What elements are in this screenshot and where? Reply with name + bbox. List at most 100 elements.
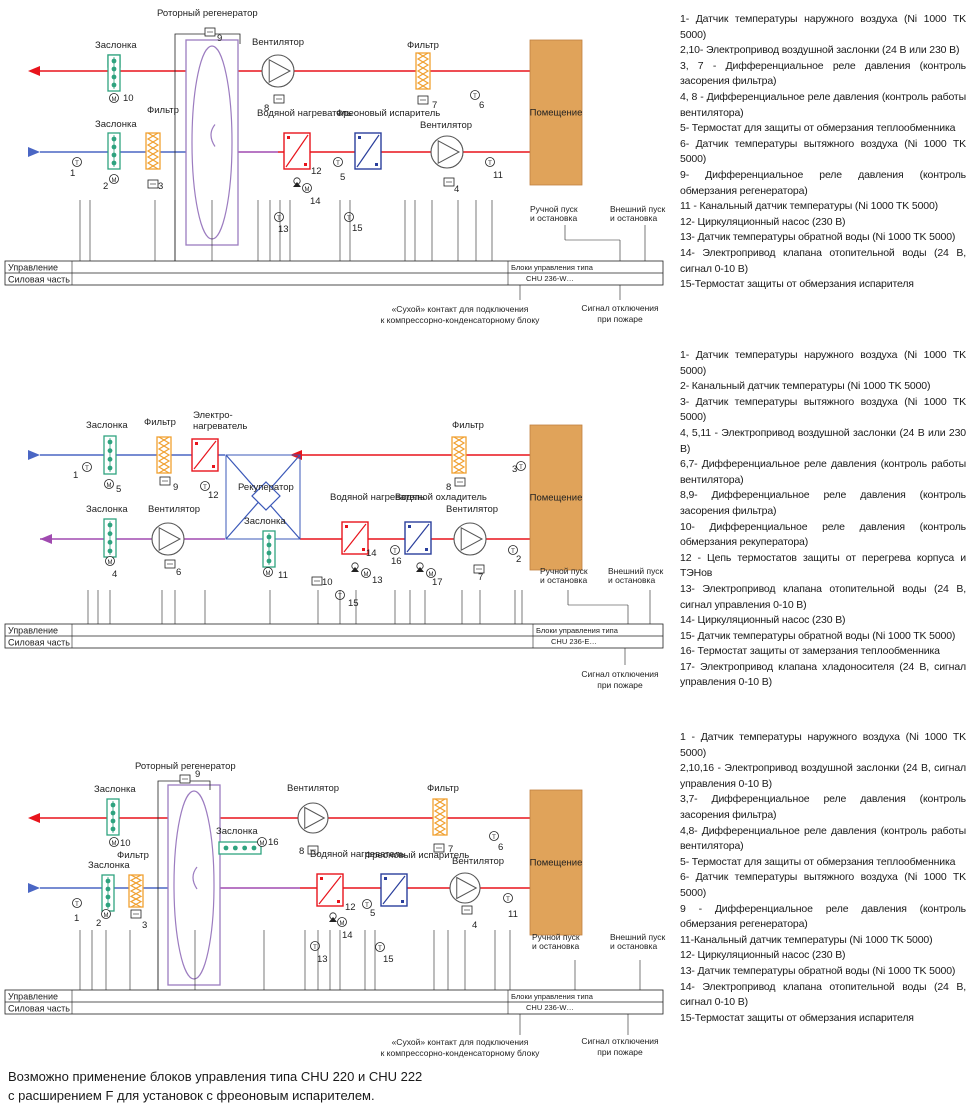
room-block	[529, 424, 583, 571]
control-label: Управление	[8, 626, 58, 636]
number-label: 5	[340, 172, 345, 183]
filter-zigzag	[416, 52, 430, 90]
legend-3: 1 - Датчик температуры наружного воздуха…	[680, 730, 966, 1026]
cooler-label: Водяной охладитель	[395, 492, 487, 503]
legend-item: 13- Датчик температуры обратной воды (Ni…	[680, 231, 956, 244]
filter-zigzag	[146, 132, 160, 170]
sensor-t-label: T	[519, 465, 523, 471]
number-label: 11	[278, 570, 288, 581]
coil-corner	[384, 877, 387, 880]
coil-corner	[401, 900, 404, 903]
control-blocks-label: Блоки управления типа	[536, 626, 619, 635]
legend-item: 12 - Цепь термостатов защиты от перегрев…	[680, 551, 966, 580]
coil-diagonal	[356, 134, 380, 168]
damper-blade	[223, 845, 229, 851]
number-label: 1	[74, 913, 79, 924]
motor-m-label: M	[266, 571, 271, 577]
motor-icon	[104, 479, 114, 489]
filter-label: Фильтр	[147, 105, 179, 116]
temperature-sensor-icon	[503, 893, 513, 903]
arrow-left-icon	[28, 66, 40, 76]
motor-m-label: M	[107, 483, 112, 489]
temperature-sensor-icon	[508, 545, 518, 555]
legend-item: 5- Термостат для защиты от обмерзания те…	[680, 122, 956, 135]
number-label: 12	[208, 490, 219, 501]
legend-item: 3,7- Дифференциальное реле давления (кон…	[680, 793, 966, 821]
legend-item: 9 - Дифференциальное реле давления (конт…	[680, 902, 966, 931]
footnote: Возможно применение блоков управления ти…	[8, 1067, 422, 1105]
number-label: 11	[493, 170, 503, 181]
fan-blade-icon	[268, 58, 292, 84]
filter-icon	[432, 798, 448, 836]
filter-label: Фильтр	[427, 783, 459, 794]
wire	[215, 33, 241, 44]
damper-label: Заслонка	[216, 826, 258, 837]
fan-blade-icon	[437, 139, 461, 165]
coil-corner	[195, 442, 198, 445]
motor-m-label: M	[340, 921, 345, 927]
coil-corner	[362, 548, 365, 551]
filter-icon	[415, 52, 431, 90]
filter-icon	[451, 436, 467, 474]
number-label: 7	[448, 844, 453, 855]
control-blocks-label: CHU 236-W…	[526, 1003, 574, 1012]
number-label: 3	[158, 181, 163, 192]
sensor-t-label: T	[313, 945, 317, 951]
legend-item: 16- Термостат защиты от замерзания тепло…	[680, 645, 940, 658]
valve-icon	[416, 567, 424, 572]
damper-blade	[242, 845, 248, 851]
footnote-line-1: Возможно применение блоков управления ти…	[8, 1069, 423, 1084]
damper-blade	[251, 845, 257, 851]
filter-zigzag	[129, 874, 143, 908]
number-label: 13	[317, 954, 328, 965]
filter-zigzag	[146, 132, 160, 170]
number-label: 12	[311, 166, 322, 177]
filter-zigzag	[157, 436, 171, 474]
rotor-mark	[192, 866, 198, 890]
temperature-sensor-icon	[72, 157, 82, 167]
legend-item: 5- Термостат для защиты от обмерзания те…	[680, 855, 956, 868]
control-blocks-label: Блоки управления типа	[511, 263, 594, 272]
rotor-mark	[210, 124, 216, 147]
legend-item: 1 - Датчик температуры наружного воздуха…	[680, 731, 966, 759]
sensor-t-label: T	[203, 485, 207, 491]
coil-diagonal	[382, 875, 406, 905]
legend-item: 11 - Канальный датчик температуры (Ni 10…	[680, 200, 938, 213]
valve-icon	[293, 182, 301, 187]
motor-m-label: M	[364, 572, 369, 578]
legend-item: 15-Термостат защиты от обмерзания испари…	[680, 278, 914, 291]
arrow-right-icon	[28, 450, 40, 460]
number-label: 14	[366, 548, 377, 559]
sensor-t-label: T	[492, 835, 496, 841]
valve-icon	[351, 567, 359, 572]
motor-icon	[105, 556, 115, 566]
filter-zigzag	[416, 52, 430, 90]
fan-blade-icon	[158, 526, 182, 552]
number-label: 8	[264, 103, 269, 114]
number-label: 6	[498, 842, 503, 853]
filter-icon	[156, 436, 172, 474]
fire-signal-label: Сигнал отключения	[581, 669, 659, 679]
legend-item: 6- Датчик температуры вытяжного воздуха …	[680, 871, 966, 899]
motor-icon	[263, 567, 273, 577]
number-label: 15	[383, 954, 394, 965]
temperature-sensor-icon	[310, 941, 320, 951]
fire-signal-label: Сигнал отключения	[581, 303, 659, 313]
motor-m-label: M	[112, 97, 117, 103]
filter-zigzag	[433, 798, 447, 836]
fan-label: Вентилятор	[420, 120, 472, 131]
coil-diagonal	[318, 875, 342, 905]
legend-item: 14- Электропривод клапана отопительной в…	[680, 246, 966, 275]
power-label: Силовая часть	[8, 638, 70, 648]
number-label: 14	[310, 196, 321, 207]
legend-item: 4, 8 - Дифференциальное реле давления (к…	[680, 90, 966, 119]
coil-corner	[375, 163, 378, 166]
motor-icon	[101, 909, 111, 919]
motor-m-label: M	[112, 178, 117, 184]
fan-label: Вентилятор	[148, 504, 200, 515]
sensor-t-label: T	[85, 466, 89, 472]
number-label: 13	[372, 575, 383, 586]
